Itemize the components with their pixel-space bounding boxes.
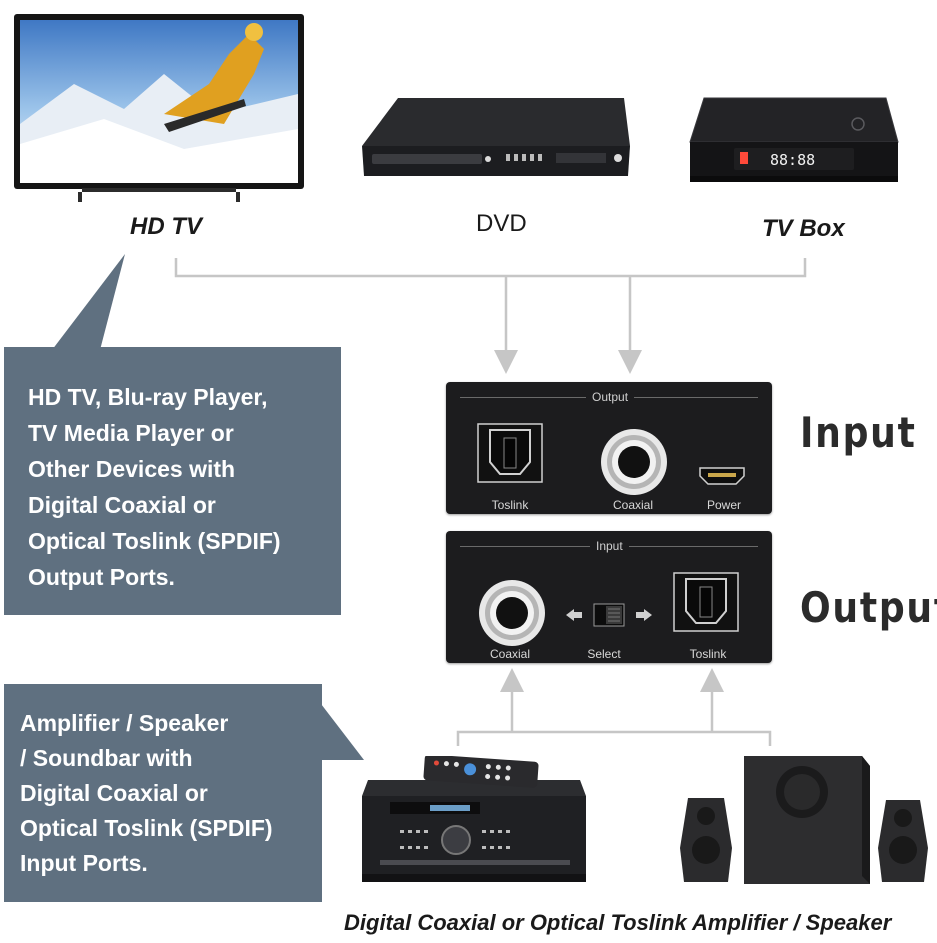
callout-line: Amplifier / Speaker — [20, 710, 229, 736]
converter-output-panel: Input Coaxial Select Toslink — [446, 531, 772, 663]
sink-devices-callout: Amplifier / Speaker / Soundbar with Digi… — [4, 684, 322, 902]
panel-header: Output — [586, 390, 635, 404]
port-label: Coaxial — [612, 498, 654, 512]
tv-box-display: 88:88 — [770, 151, 815, 169]
source-devices-callout: HD TV, Blu-ray Player, TV Media Player o… — [4, 347, 341, 615]
callout-line: Other Devices with — [28, 456, 236, 482]
tv-box-image: 88:88 — [689, 97, 899, 182]
hdtv-image — [14, 14, 304, 202]
callout-line: TV Media Player or — [28, 420, 234, 446]
port-label: Toslink — [689, 647, 727, 661]
callout-line: Digital Coaxial or — [20, 780, 208, 806]
port-label: Power — [706, 498, 741, 512]
toslink-port-icon — [673, 572, 739, 632]
callout-line: Optical Toslink (SPDIF) — [28, 528, 281, 554]
callout-line: Input Ports. — [20, 850, 148, 876]
callout-line: Optical Toslink (SPDIF) — [20, 815, 273, 841]
coaxial-port-icon — [479, 580, 545, 646]
sink-callout-pointer — [318, 700, 364, 760]
panel-header: Input — [590, 539, 629, 553]
toslink-port-icon — [477, 423, 543, 483]
port-label: Toslink — [491, 498, 529, 512]
hdtv-label: HD TV — [130, 213, 202, 240]
converter-input-panel: Output Toslink Coaxial Power — [446, 382, 772, 514]
tv-box-label: TV Box — [762, 215, 845, 242]
dvd-player-image — [362, 98, 630, 176]
port-label: Select — [587, 647, 621, 661]
input-side-label: Input — [800, 408, 917, 457]
speaker-system-image — [680, 756, 928, 884]
callout-line: HD TV, Blu-ray Player, — [28, 384, 268, 410]
bottom-caption: Digital Coaxial or Optical Toslink Ampli… — [344, 910, 892, 935]
callout-line: / Soundbar with — [20, 745, 193, 771]
power-port-icon — [699, 467, 745, 485]
port-label: Coaxial — [489, 647, 531, 661]
callout-line: Output Ports. — [28, 564, 175, 590]
coaxial-port-icon — [601, 429, 667, 495]
av-receiver-image — [362, 756, 586, 882]
source-callout-pointer — [52, 254, 125, 350]
select-switch-icon[interactable] — [564, 601, 654, 629]
callout-line: Digital Coaxial or — [28, 492, 216, 518]
dvd-label: DVD — [476, 210, 527, 237]
output-side-label: Output — [800, 583, 937, 632]
